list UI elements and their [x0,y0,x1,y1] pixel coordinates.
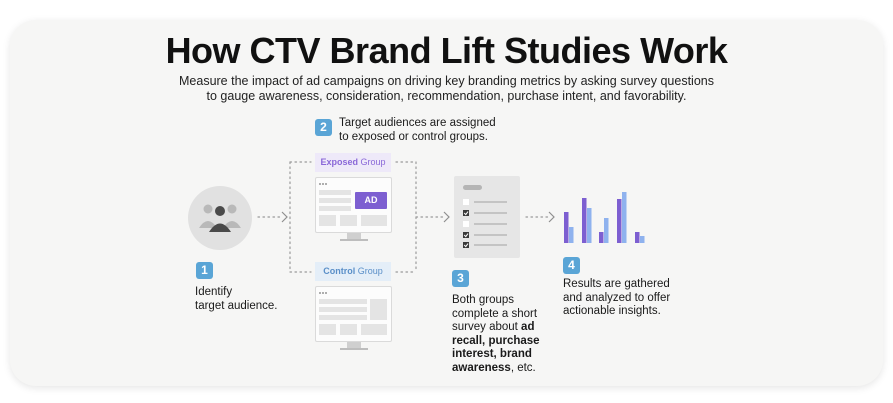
page-title: How CTV Brand Lift Studies Work [165,30,728,71]
step-3-line: Both groups [452,294,515,306]
step-2-badge: 2 [315,119,332,136]
step-1-badge: 1 [196,262,213,279]
step-2-line: Target audiences are assigned [339,117,496,129]
subtitle-line: to gauge awareness, consideration, recom… [206,89,687,103]
step-3-line: survey about ad [452,321,535,333]
control-group-label: Control Group [315,262,391,281]
step-4-line: and analyzed to offer [563,291,671,304]
infographic-card [10,20,883,386]
step-3-line: recall, purchase [452,334,540,347]
page-subtitle: Measure the impact of ad campaigns on dr… [0,74,893,104]
monitor-base [340,348,368,350]
step-3-line: interest, brand [452,348,532,360]
step-3-text: Both groups complete a short survey abou… [452,294,540,375]
people-group-icon [188,186,252,250]
monitor-stand [347,342,361,348]
step-4-badge: 4 [563,257,580,274]
arrow-right-icon [281,211,555,223]
step-3-line: complete a short [452,307,538,320]
step-1-line: target audience. [195,299,278,312]
step-4-line: actionable insights. [563,305,661,317]
step-1-text: Identify target audience. [195,286,277,313]
monitor-stand [347,233,361,239]
step-4-text: Results are gathered and analyzed to off… [563,278,670,319]
exposed-group-label: Exposed Group [315,153,391,172]
step-3-badge: 3 [452,270,469,287]
step-1-line: Identify [195,286,233,298]
step-4-line: Results are gathered [563,278,670,290]
monitor-base [340,239,368,241]
subtitle-line: Measure the impact of ad campaigns on dr… [179,74,714,88]
step-3-line: awareness, etc. [452,361,536,374]
step-2-line: to exposed or control groups. [339,130,488,143]
step-2-text: Target audiences are assigned to exposed… [339,117,496,144]
ad-placement: AD [355,192,387,209]
